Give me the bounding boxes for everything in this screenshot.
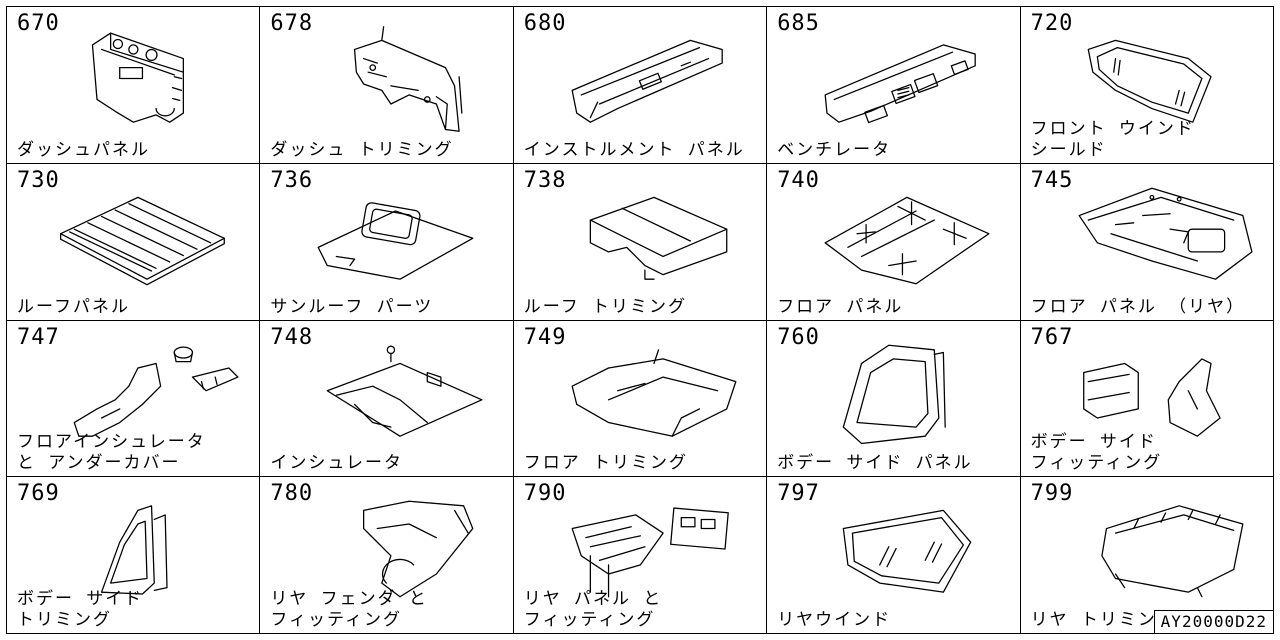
part-code: 670 xyxy=(17,11,60,36)
part-label: フロア パネル xyxy=(777,296,904,317)
part-cell-780[interactable]: 780 リヤ フェンダ と フィッティング xyxy=(260,477,514,634)
part-cell-720[interactable]: 720 フロント ウインド シールド xyxy=(1020,7,1274,164)
floor-trimming-icon xyxy=(554,333,754,453)
part-code: 799 xyxy=(1030,481,1074,507)
part-code: 730 xyxy=(17,167,60,193)
part-label: ボデー サイド パネル xyxy=(777,453,973,474)
part-label: フロア トリミング xyxy=(523,453,689,474)
part-code: 740 xyxy=(777,167,820,193)
part-cell-749[interactable]: 749 フロア トリミング xyxy=(513,320,768,478)
part-label: ボデー サイド フィッティング xyxy=(1030,432,1163,474)
part-code: 767 xyxy=(1030,324,1074,350)
part-label: ルーフパネル xyxy=(17,296,130,317)
part-label: フロア パネル （リヤ） xyxy=(1030,296,1246,317)
floor-panel-icon xyxy=(807,176,1007,296)
part-code: 760 xyxy=(777,324,820,350)
part-code: 780 xyxy=(270,481,314,507)
dash-panel-icon xyxy=(47,19,247,139)
ventilator-icon xyxy=(807,19,1007,139)
part-cell-760[interactable]: 760 ボデー サイド パネル xyxy=(767,320,1021,478)
part-label: インストルメント パネル xyxy=(523,139,745,160)
part-cell-747[interactable]: 747 フロアインシュレータ と アンダーカバー xyxy=(7,320,261,478)
part-label: リヤウインド xyxy=(777,610,892,630)
part-code: 678 xyxy=(270,11,314,36)
part-cell-740[interactable]: 740 フロア パネル xyxy=(767,163,1021,321)
body-side-fitting-icon xyxy=(1061,333,1261,453)
part-code: 736 xyxy=(270,167,314,193)
dash-trimming-icon xyxy=(300,19,500,139)
body-side-panel-icon xyxy=(807,333,1007,453)
part-label: サンルーフ パーツ xyxy=(270,296,434,317)
part-cell-745[interactable]: 745 フロア パネル （リヤ） xyxy=(1020,163,1274,321)
part-code: 790 xyxy=(523,481,567,507)
rear-fender-icon xyxy=(300,489,500,609)
part-cell-678[interactable]: 678 ダッシュ トリミング xyxy=(260,7,514,164)
part-cell-670[interactable]: 670 ダッシュパネル xyxy=(7,7,261,164)
rear-window-icon xyxy=(807,489,1007,609)
roof-panel-icon xyxy=(47,176,247,296)
part-cell-799[interactable]: 799 リヤ トリミング xyxy=(1020,477,1274,634)
part-label: フロント ウインド シールド xyxy=(1030,118,1195,160)
floor-insulator-icon xyxy=(47,333,247,453)
part-label: リヤ フェンダ と フィッティング xyxy=(270,589,428,630)
part-code: 749 xyxy=(523,324,567,350)
part-code: 738 xyxy=(523,167,567,193)
part-cell-767[interactable]: 767 ボデー サイド フィッティング xyxy=(1020,320,1274,478)
part-cell-685[interactable]: 685 ベンチレータ xyxy=(767,7,1021,164)
part-label: ルーフ トリミング xyxy=(523,296,688,317)
rear-floor-panel-icon xyxy=(1061,176,1261,296)
part-code: 720 xyxy=(1030,11,1074,36)
part-cell-736[interactable]: 736 サンルーフ パーツ xyxy=(260,163,514,321)
part-cell-680[interactable]: 680 インストルメント パネル xyxy=(513,7,768,164)
part-label: インシュレータ xyxy=(270,453,404,474)
part-cell-748[interactable]: 748 インシュレータ xyxy=(260,320,514,478)
part-code: 797 xyxy=(777,481,820,507)
part-label: ダッシュ トリミング xyxy=(270,139,454,160)
part-label: リヤ トリミング xyxy=(1030,610,1176,630)
part-label: ボデー サイド トリミング xyxy=(17,589,144,630)
instrument-panel-icon xyxy=(554,19,754,139)
part-cell-797[interactable]: 797 リヤウインド xyxy=(767,477,1021,634)
windshield-icon xyxy=(1061,19,1261,139)
rear-trimming-icon xyxy=(1061,489,1261,609)
part-label: リヤ パネル と フィッティング xyxy=(523,589,663,630)
sunroof-icon xyxy=(300,176,500,296)
part-cell-769[interactable]: 769 ボデー サイド トリミング xyxy=(7,477,261,634)
body-side-trimming-icon xyxy=(47,489,247,609)
part-cell-738[interactable]: 738 ルーフ トリミング xyxy=(513,163,768,321)
part-code: 769 xyxy=(17,481,60,507)
part-code: 747 xyxy=(17,324,60,350)
part-label: ベンチレータ xyxy=(777,139,892,160)
insulator-icon xyxy=(300,333,500,453)
part-cell-790[interactable]: 790 リヤ パネル と フィッティング xyxy=(513,477,768,634)
part-code: 685 xyxy=(777,11,820,36)
part-label: フロアインシュレータ と アンダーカバー xyxy=(17,432,206,474)
rear-panel-icon xyxy=(554,489,754,609)
roof-trimming-icon xyxy=(554,176,754,296)
part-cell-730[interactable]: 730 ルーフパネル xyxy=(7,163,261,321)
diagram-reference-code: AY20000D22 xyxy=(1153,610,1274,634)
part-code: 745 xyxy=(1030,167,1074,193)
part-code: 680 xyxy=(523,11,567,36)
part-label: ダッシュパネル xyxy=(17,139,150,160)
part-code: 748 xyxy=(270,324,314,350)
